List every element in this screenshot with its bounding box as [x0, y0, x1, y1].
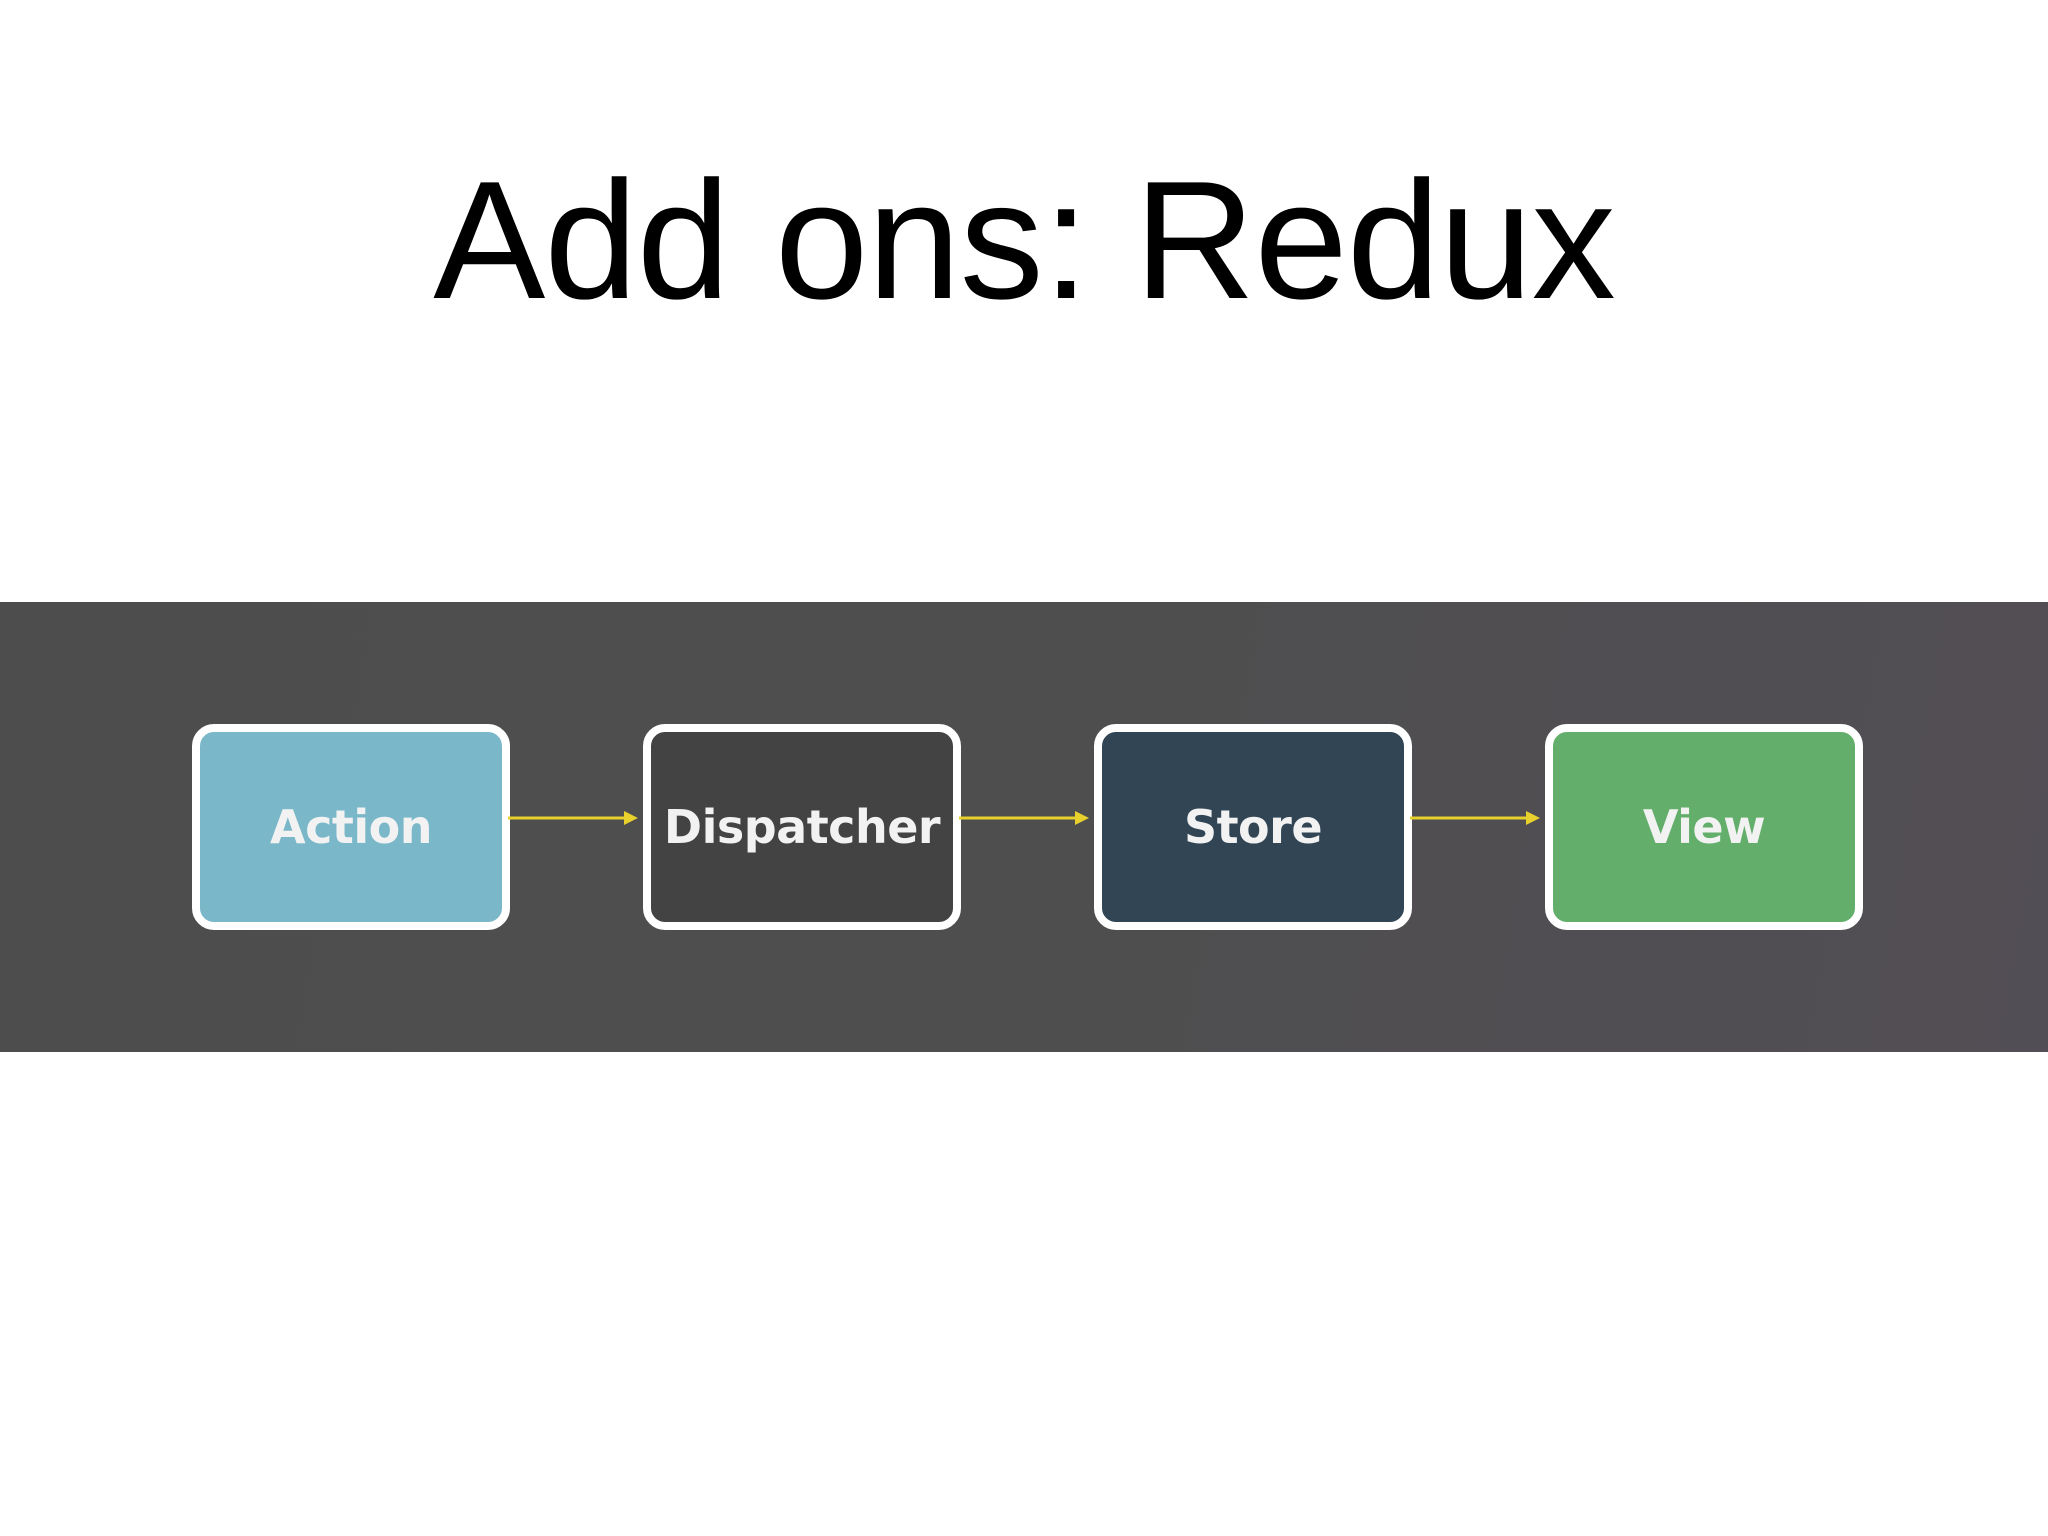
- store-node: Store: [1094, 724, 1412, 930]
- dispatcher-node: Dispatcher: [643, 724, 961, 930]
- view-node-label: View: [1642, 800, 1766, 854]
- store-node-label: Store: [1183, 800, 1323, 854]
- arrow-store-to-view: [1410, 811, 1540, 825]
- action-node: Action: [192, 724, 510, 930]
- dispatcher-node-label: Dispatcher: [663, 800, 941, 854]
- action-node-label: Action: [270, 800, 432, 854]
- arrow-dispatcher-to-store: [959, 811, 1089, 825]
- flow-diagram: Action Dispatcher Store View: [0, 602, 2048, 1052]
- arrow-action-to-dispatcher: [508, 811, 638, 825]
- view-node: View: [1545, 724, 1863, 930]
- slide-title: Add ons: Redux: [433, 146, 1615, 334]
